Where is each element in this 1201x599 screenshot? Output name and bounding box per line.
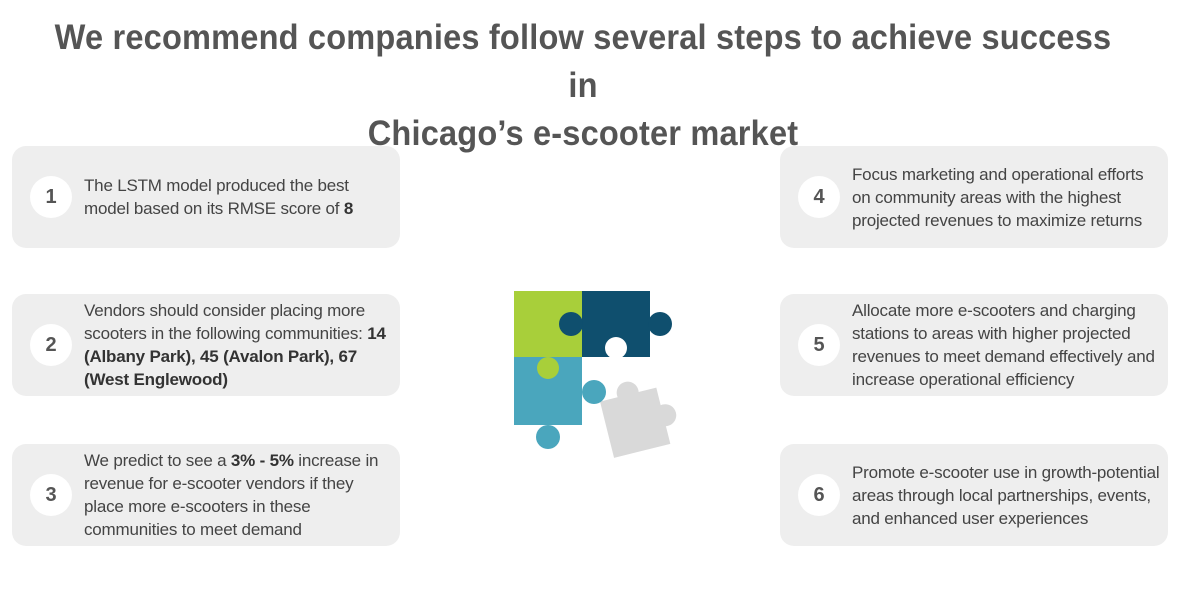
puzzle-piece-navy (559, 291, 672, 359)
step-text-plain: The LSTM model produced the best model b… (84, 176, 349, 218)
step-text: Promote e-scooter use in growth-potentia… (852, 444, 1162, 546)
step-text: We predict to see a 3% - 5% increase in … (84, 444, 394, 546)
page-title-line-1: We recommend companies follow several st… (54, 18, 1112, 105)
step-number-badge: 3 (30, 474, 72, 516)
step-text-plain: We predict to see a (84, 451, 231, 470)
step-text-bold: 3% - 5% (230, 451, 294, 470)
step-text-bold: 8 (343, 199, 354, 218)
step-text: Vendors should consider placing more sco… (84, 294, 394, 396)
step-text-bold: 14 (Albany Park), 45 (Avalon Park), 67 (… (84, 324, 386, 389)
step-card-6: 6 Promote e-scooter use in growth-potent… (780, 444, 1168, 546)
step-number-badge: 5 (798, 324, 840, 366)
step-card-1: 1 The LSTM model produced the best model… (12, 146, 400, 248)
puzzle-piece-gray (600, 381, 677, 458)
step-number-badge: 2 (30, 324, 72, 366)
page-title: We recommend companies follow several st… (41, 14, 1125, 158)
step-number-badge: 4 (798, 176, 840, 218)
step-text: Allocate more e-scooters and charging st… (852, 294, 1162, 396)
puzzle-piece-teal (514, 357, 606, 449)
step-text-plain: Focus marketing and operational efforts … (852, 164, 1144, 230)
step-text-plain: Vendors should consider placing more sco… (84, 301, 368, 343)
step-text-plain: Allocate more e-scooters and charging st… (852, 301, 1155, 389)
step-card-5: 5 Allocate more e-scooters and charging … (780, 294, 1168, 396)
step-text: Focus marketing and operational efforts … (852, 146, 1162, 248)
step-number-badge: 1 (30, 176, 72, 218)
puzzle-pieces-icon (514, 291, 677, 458)
page-title-line-2: Chicago’s e-scooter market (367, 114, 799, 153)
step-text-plain-end: increase in revenue for e-scooter vendor… (84, 451, 379, 539)
step-number-badge: 6 (798, 474, 840, 516)
step-text: The LSTM model produced the best model b… (84, 146, 394, 248)
step-card-3: 3 We predict to see a 3% - 5% increase i… (12, 444, 400, 546)
step-card-4: 4 Focus marketing and operational effort… (780, 146, 1168, 248)
step-card-2: 2 Vendors should consider placing more s… (12, 294, 400, 396)
step-text-plain: Promote e-scooter use in growth-potentia… (852, 462, 1160, 528)
